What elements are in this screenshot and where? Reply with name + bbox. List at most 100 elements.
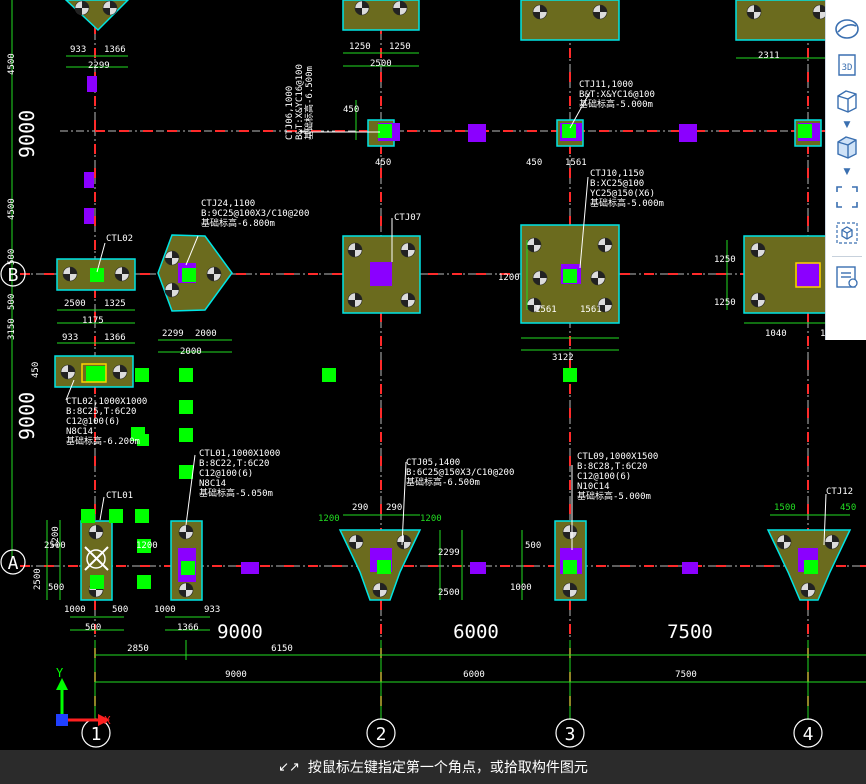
view-3d-icon[interactable]: 3D [830,50,864,80]
ctj10-note-line: 基础标高-5.000m [590,197,664,209]
dimension-text: 1000 [510,583,532,593]
pile-symbol [178,524,194,540]
pile-symbol [206,266,222,282]
ctl01-note-line: N8C14 [199,479,226,489]
svg-text:3: 3 [565,724,576,745]
dim-7500: 7500 [675,670,697,680]
ctl02-note-line: 基础标高-6.200m [66,435,140,447]
cube-outline-icon[interactable] [830,86,864,116]
span-label-1-2: 9000 [217,621,263,643]
dimension-text: 450 [526,158,542,168]
dimension-text: 450 [840,503,856,513]
ctl02-note-line: N8C14 [66,427,93,437]
command-status-bar: ↙↗ 按鼠标左键指定第一个角点，或拾取构件图元 [0,750,866,784]
dimension-text: 1561 [580,305,602,315]
pile-symbol [562,582,578,598]
axis-lines [20,0,866,720]
axis-bubble-2: 2 [366,718,396,748]
dimension-text: 2299 [88,61,110,71]
dimension-text: 1366 [177,623,199,633]
properties-list-icon[interactable] [830,262,864,292]
pile-symbol [112,364,128,380]
ctj24-note-line: B:9C25@100X3/C10@200 [201,209,309,219]
ctl09-note-line: B:8C28,T:6C20 [577,462,647,472]
pile-symbol [178,582,194,598]
dim-left-2500: 2500 [33,568,43,590]
cube-solid-icon[interactable] [830,132,864,162]
ctj05-note-line: 基础标高-6.500m [406,476,480,488]
dimension-text: 1200 [420,514,442,524]
svg-text:X: X [104,714,111,727]
pile-symbol [597,297,613,313]
cube-outline-dropdown-icon[interactable]: ▼ [843,120,851,130]
pile-symbol [750,242,766,258]
cube-solid-dropdown-icon[interactable]: ▼ [843,167,851,177]
dim-2850: 2850 [127,644,149,654]
dim-left-500b: 500 [7,294,17,310]
dimension-text: 1561 [535,305,557,315]
ctl01-tag-line: CTL01 [106,491,133,501]
rotate-view-icon[interactable] [830,14,864,44]
ctl01-cross-mark [84,546,109,571]
svg-text:B: B [8,265,19,286]
dimension-text: 2000 [195,329,217,339]
ctj10-note-line: CTJ10,1150 [590,169,644,179]
dimension-lines [11,0,866,683]
dimension-text: 2500 [370,59,392,69]
dim-9000: 9000 [225,670,247,680]
cad-drawing-canvas[interactable]: B A 1 2 3 4 9000 6000 7500 9000 9000 285… [0,0,866,750]
ctl09-note-line: C12@100(6) [577,472,631,482]
ctl02-note-line: C12@100(6) [66,417,120,427]
dimension-text: 1325 [104,299,126,309]
span-label-left-bottom: 9000 [15,392,39,440]
ctj05-note-line: B:6C25@150X3/C10@200 [406,468,514,478]
ctl01-note-line: B:8C22,T:6C20 [199,459,269,469]
select-box-icon[interactable] [830,182,864,212]
green-markers [81,124,818,589]
pile-symbol [800,582,816,598]
axis-bubble-b: B [0,261,26,287]
dimension-text: 2500 [44,541,66,551]
pile-symbol [164,250,180,266]
pile-symbol [400,242,416,258]
dimension-text: 1366 [104,45,126,55]
ctl02-note-line: CTL02,1000X1000 [66,397,147,407]
ctl01-note-line: CTL01,1000X1000 [199,449,280,459]
dimension-text: 1200 [498,273,520,283]
pile-symbol [746,4,762,20]
ctl09-note-line: CTL09,1000X1500 [577,452,658,462]
ctj11-note-line: 基础标高-5.000m [579,98,653,110]
dim-6000: 6000 [463,670,485,680]
ctl09-note-line: 基础标高-5.000m [577,490,651,502]
ctj10-note-line: B:XC25@100 [590,179,644,189]
dimension-text: 933 [70,45,86,55]
svg-text:2: 2 [376,724,387,745]
pile-symbol [400,292,416,308]
axis-bubble-a: A [0,549,26,575]
dimension-text: 933 [204,605,220,615]
ucs-axis-icon: Y X [56,666,111,727]
pile-symbol [750,292,766,308]
pile-symbol [88,524,104,540]
ctl02-tag-line: CTL02 [106,234,133,244]
ctj24-note-line: 基础标高-6.800m [201,217,275,229]
ctl01-note-line: C12@100(6) [199,469,253,479]
dimension-text: 3122 [552,353,574,363]
dimension-text: 1200 [318,514,340,524]
pile-symbol [824,534,840,550]
dimension-text: 2311 [758,51,780,61]
span-label-2-3: 6000 [453,621,499,643]
ctj06-note-line: B&T:X&YC16@100 [295,64,305,140]
ctj11-note-line: CTJ11,1000 [579,80,633,90]
ctj12-tag-line: CTJ12 [826,487,853,497]
dimension-text: 500 [112,605,128,615]
foundation-plan-drawing[interactable]: B A 1 2 3 4 9000 6000 7500 9000 9000 285… [0,0,866,750]
svg-text:4: 4 [803,724,814,745]
pile-symbol [526,237,542,253]
pile-symbol [62,266,78,282]
dimension-text: 500 [48,583,64,593]
dimension-text: 2500 [438,588,460,598]
pile-caps[interactable] [54,0,866,601]
callout-leaders [65,91,827,550]
isolate-3d-icon[interactable] [830,218,864,248]
